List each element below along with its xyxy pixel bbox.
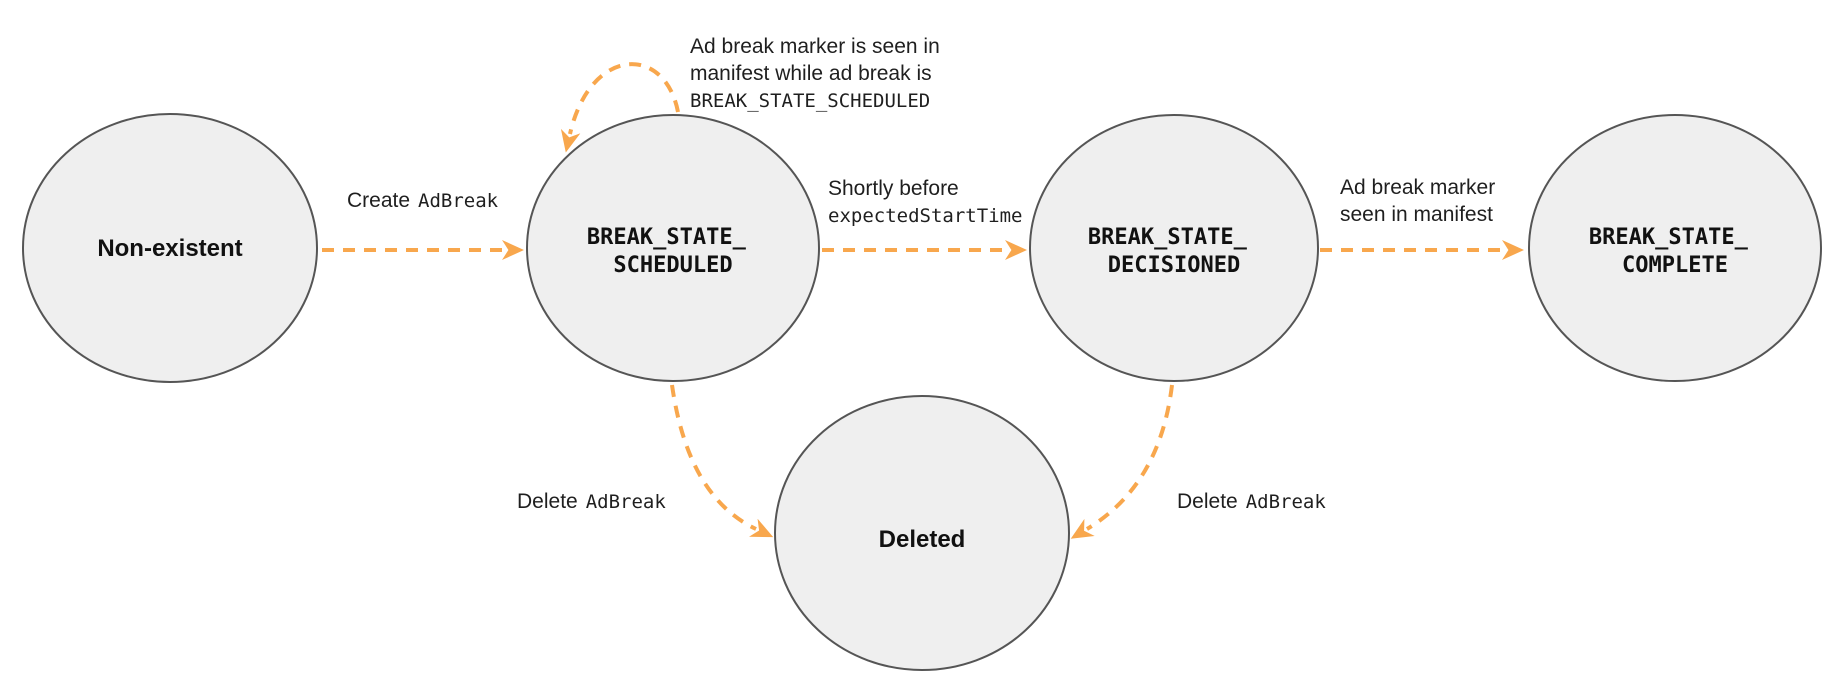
state-node-break-state-decisioned-label: BREAK_STATE_ DECISIONED xyxy=(1088,225,1260,278)
state-node-break-state-decisioned-circle xyxy=(1029,114,1319,382)
edge-self-loop-arrow xyxy=(560,62,680,153)
state-node-non-existent-label: Non-existent xyxy=(97,235,242,262)
state-node-non-existent: Non-existent xyxy=(22,113,318,383)
state-node-break-state-scheduled: BREAK_STATE_ SCHEDULED xyxy=(526,114,820,382)
state-node-break-state-scheduled-circle xyxy=(526,114,820,382)
state-node-break-state-decisioned: BREAK_STATE_ DECISIONED xyxy=(1029,114,1319,382)
diagram-edges xyxy=(322,62,1524,539)
edge-delete-from-decisioned-arrow xyxy=(1070,384,1174,539)
state-node-deleted-label: Deleted xyxy=(879,526,966,553)
state-node-break-state-complete-circle xyxy=(1528,114,1822,382)
edge-shortly-before-label: Shortly before expectedStartTime xyxy=(828,177,1022,227)
edge-self-loop-label: Ad break marker is seen in manifest whil… xyxy=(690,35,946,112)
state-node-break-state-scheduled-label: BREAK_STATE_ SCHEDULED xyxy=(587,225,759,278)
state-node-deleted-circle xyxy=(774,395,1070,671)
state-node-non-existent-circle xyxy=(22,113,318,383)
state-node-break-state-complete: BREAK_STATE_ COMPLETE xyxy=(1528,114,1822,382)
state-node-deleted: Deleted xyxy=(774,395,1070,671)
state-node-break-state-complete-label: BREAK_STATE_ COMPLETE xyxy=(1589,225,1761,278)
edge-marker-seen-label: Ad break marker seen in manifest xyxy=(1340,176,1501,226)
edge-delete-from-scheduled-arrow xyxy=(670,384,774,538)
